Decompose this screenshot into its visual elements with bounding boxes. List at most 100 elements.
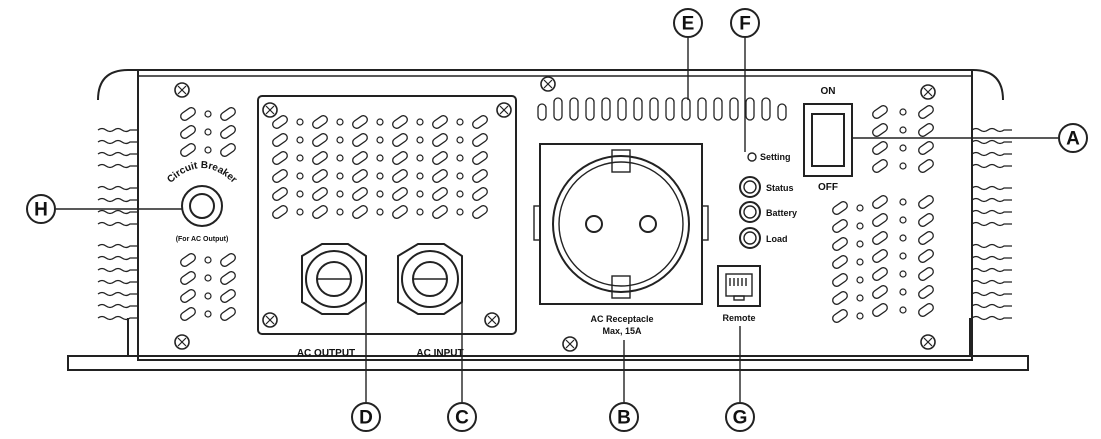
power-switch[interactable] [803, 103, 853, 177]
right-foot [969, 318, 1028, 357]
circuit-breaker-label: Circuit Breaker [165, 160, 239, 186]
vent-hole [336, 208, 344, 216]
vent-hole [856, 276, 864, 284]
ac-receptacle-pin-hole-right [639, 215, 657, 233]
ac-receptacle-left-tab [533, 205, 541, 241]
vent-hole [856, 312, 864, 320]
remote-label: Remote [722, 313, 755, 323]
ac-receptacle-bottom-clip [611, 275, 631, 299]
vent-hole [336, 190, 344, 198]
circuit-breaker-housing [181, 185, 223, 227]
svg-text:H: H [34, 200, 48, 221]
vent-hole [416, 136, 424, 144]
ac-input-gland[interactable] [397, 243, 463, 315]
callout-g: G [725, 402, 755, 432]
vent-slot [633, 97, 643, 121]
vent-slot [392, 169, 408, 183]
heatsink-fin [971, 291, 1012, 297]
screw-icon [174, 334, 190, 350]
vent-slot [537, 103, 547, 121]
vent-hole [336, 154, 344, 162]
vent-hole [376, 172, 384, 180]
ac-input-label: AC INPUT [416, 348, 463, 359]
vent-slot [312, 169, 328, 183]
vent-slot [872, 267, 888, 281]
vent-slot [681, 97, 691, 121]
vent-slot [918, 159, 934, 173]
setting-button[interactable] [747, 152, 757, 162]
ac-terminal-plate [257, 95, 517, 335]
ac-output-gland[interactable] [301, 243, 367, 315]
power-switch-bezel [803, 103, 853, 177]
vent-slot [918, 123, 934, 137]
heatsink-fin [97, 163, 138, 169]
vent-hole [456, 208, 464, 216]
ac-receptacle-label: AC Receptacle [590, 314, 653, 324]
svg-text:F: F [739, 14, 751, 35]
vent-slot [872, 195, 888, 209]
ac-output-label: AC OUTPUT [297, 348, 355, 359]
vent-slot [872, 123, 888, 137]
top-vent-slots [537, 97, 787, 121]
right-upper-fin [962, 69, 1004, 101]
vent-slot [832, 309, 848, 323]
vent-hole [856, 294, 864, 302]
vent-slot [432, 187, 448, 201]
circuit-breaker-button [189, 193, 215, 219]
vent-hole [899, 270, 907, 278]
vent-hole [416, 118, 424, 126]
vent-slot [918, 267, 934, 281]
vent-slot [472, 205, 488, 219]
vent-hole [899, 108, 907, 116]
vent-hole [416, 172, 424, 180]
vent-hole [376, 190, 384, 198]
vent-slot [569, 97, 579, 121]
vent-hole [204, 256, 212, 264]
ac-receptacle[interactable] [533, 143, 709, 305]
screw-icon [920, 334, 936, 350]
heatsink-fin [971, 267, 1012, 273]
vent-slot [180, 271, 196, 285]
vent-hole [296, 118, 304, 126]
vent-hole [296, 208, 304, 216]
vent-slot [392, 151, 408, 165]
vent-slot [918, 303, 934, 317]
vent-slot [220, 125, 236, 139]
vent-hole [899, 126, 907, 134]
vent-slot [272, 133, 288, 147]
vent-hole [204, 310, 212, 318]
vent-slot [872, 285, 888, 299]
heatsink-fin [971, 185, 1012, 191]
svg-text:C: C [455, 408, 469, 429]
vent-slot [180, 107, 196, 121]
vent-slot [180, 307, 196, 321]
heatsink-fins [97, 127, 1012, 321]
vent-slot [872, 159, 888, 173]
vent-hole [204, 128, 212, 136]
heatsink-fin [971, 197, 1012, 203]
heatsink-fin [971, 279, 1012, 285]
remote-jack[interactable] [717, 265, 761, 307]
vent-slot [352, 187, 368, 201]
heatsink-fin [971, 163, 1012, 169]
vent-hole [856, 258, 864, 266]
vent-hole [856, 222, 864, 230]
vent-slot [180, 125, 196, 139]
vent-slot [777, 103, 787, 121]
housing [67, 69, 1029, 371]
vent-slot [713, 97, 723, 121]
vent-slot [601, 97, 611, 121]
vent-slot [872, 141, 888, 155]
vent-slot [392, 187, 408, 201]
front-panel [137, 69, 973, 361]
heatsink-fin [97, 291, 138, 297]
vent-slot [272, 187, 288, 201]
vent-slot [553, 97, 563, 121]
circuit-breaker[interactable] [181, 185, 223, 227]
screw-icon [562, 336, 578, 352]
status-label: Status [766, 183, 794, 193]
ac-receptacle-socket-rim [552, 155, 690, 293]
screw-icon [262, 102, 278, 118]
vent-slot [352, 133, 368, 147]
